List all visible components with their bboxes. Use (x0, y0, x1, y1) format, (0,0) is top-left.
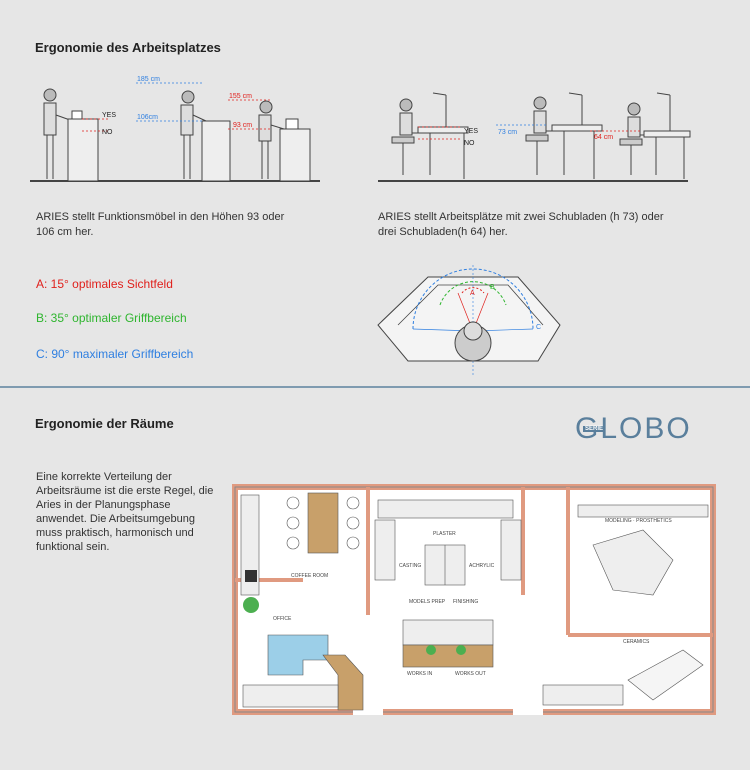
legend-item-a: A: 15° optimales Sichtfeld (36, 277, 173, 291)
svg-text:73 cm: 73 cm (498, 129, 517, 136)
svg-text:OFFICE: OFFICE (273, 616, 292, 622)
svg-text:NO: NO (102, 129, 113, 136)
svg-text:MODELING · PROSTHETICS: MODELING · PROSTHETICS (605, 518, 672, 524)
svg-text:93 cm: 93 cm (233, 122, 252, 129)
svg-text:YES: YES (464, 128, 478, 135)
svg-text:MODELS PREP: MODELS PREP (409, 599, 446, 605)
svg-text:YES: YES (102, 112, 116, 119)
svg-text:WORKS OUT: WORKS OUT (455, 671, 486, 677)
svg-text:A: A (470, 290, 475, 297)
svg-text:106cm: 106cm (137, 114, 158, 121)
svg-text:B: B (490, 284, 495, 291)
svg-text:ACHRYLIC: ACHRYLIC (469, 563, 495, 569)
rooms-paragraph: Eine korrekte Verteilung der Arbeitsräum… (36, 471, 214, 553)
svg-text:WORKS IN: WORKS IN (407, 671, 433, 677)
svg-text:PLASTER: PLASTER (433, 531, 456, 537)
svg-text:COFFEE ROOM: COFFEE ROOM (291, 573, 328, 579)
svg-text:CASTING: CASTING (399, 563, 421, 569)
section-title-workplace: Ergonomie des Arbeitsplatzes (35, 40, 221, 55)
seated-workers-figure: YES NO 73 cm 64 cm (378, 92, 691, 182)
caption-standing: ARIES stellt Funktionsmöbel in den Höhen… (36, 211, 285, 238)
section-divider (0, 386, 750, 388)
standing-workers-figure: YES NO 185 cm 106cm 155 cm 93 cm (30, 76, 320, 182)
svg-text:NO: NO (464, 140, 475, 147)
globo-logo: GLOBO SERIE (575, 412, 692, 445)
legend-item-c: C: 90° maximaler Griffbereich (36, 347, 194, 361)
svg-text:185 cm: 185 cm (137, 76, 160, 83)
floor-plan: COFFEE ROOM OFFICE PLASTER CASTING ACHRY… (232, 484, 716, 715)
svg-text:155 cm: 155 cm (229, 93, 252, 100)
legend-item-b: B: 35° optimaler Griffbereich (36, 311, 187, 325)
section-title-rooms: Ergonomie der Räume (35, 416, 174, 431)
svg-text:FINISHING: FINISHING (453, 599, 478, 605)
caption-seated: ARIES stellt Arbeitsplätze mit zwei Schu… (378, 211, 664, 238)
reach-angle-diagram: A B C (377, 265, 561, 375)
svg-text:64 cm: 64 cm (594, 134, 613, 141)
svg-text:CERAMICS: CERAMICS (623, 639, 650, 645)
svg-text:C: C (536, 324, 541, 331)
